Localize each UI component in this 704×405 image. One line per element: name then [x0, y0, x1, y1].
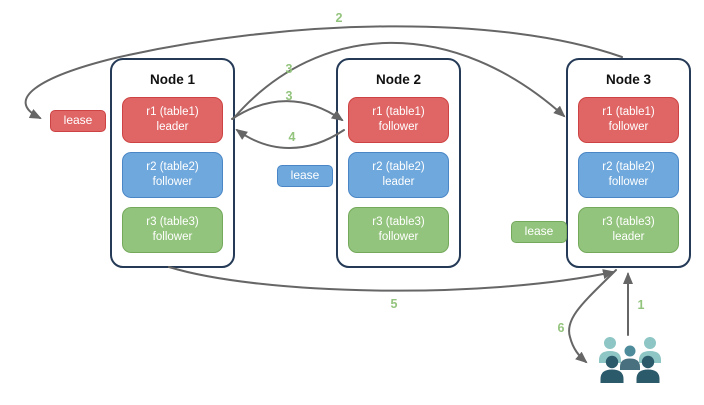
lease-badge-blue: lease	[277, 165, 333, 187]
node-2-title: Node 2	[375, 72, 421, 87]
step-label-2: 2	[335, 11, 343, 25]
user-figure-back-right	[639, 337, 661, 363]
replica-name: r1 (table1)	[372, 106, 425, 119]
node-1: Node 1 r1 (table1) leader r2 (table2) fo…	[110, 58, 235, 268]
replica-name: r1 (table1)	[602, 106, 655, 119]
replica-role: follower	[608, 121, 649, 133]
node-1-replica-r2: r2 (table2) follower	[122, 152, 223, 198]
replica-role: follower	[152, 231, 193, 243]
arrow-step-3-to-node2	[231, 100, 344, 122]
step-label-3-first: 3	[285, 62, 293, 76]
node-1-replica-r1: r1 (table1) leader	[122, 97, 223, 143]
node-2-replica-r1: r1 (table1) follower	[348, 97, 449, 143]
replica-role: follower	[608, 176, 649, 188]
lease-badge-red: lease	[50, 110, 106, 132]
arrow-step-5	[168, 266, 615, 292]
user-figure-back-left	[599, 337, 621, 363]
replica-name: r2 (table2)	[602, 161, 655, 174]
user-figure-front-left	[600, 355, 624, 383]
node-2: Node 2 r1 (table1) follower r2 (table2) …	[336, 58, 461, 268]
step-label-3-second: 3	[285, 89, 293, 103]
step-label-6: 6	[557, 321, 565, 335]
replica-name: r2 (table2)	[372, 161, 425, 174]
lease-badge-green: lease	[511, 221, 567, 243]
replica-name: r1 (table1)	[146, 106, 199, 119]
node-3-title: Node 3	[605, 72, 651, 87]
node-3-replica-r1: r1 (table1) follower	[578, 97, 679, 143]
node-1-replica-r3: r3 (table3) follower	[122, 207, 223, 253]
users-group-icon	[599, 337, 661, 383]
replica-role: follower	[152, 176, 193, 188]
user-figure-front-right	[636, 355, 660, 383]
replica-name: r3 (table3)	[372, 216, 425, 229]
replica-role: leader	[612, 231, 645, 243]
node-1-title: Node 1	[149, 72, 195, 87]
replica-role: follower	[378, 231, 419, 243]
step-label-5: 5	[390, 297, 398, 311]
user-figure-middle	[620, 345, 640, 370]
step-label-4: 4	[288, 130, 296, 144]
node-2-replica-r3: r3 (table3) follower	[348, 207, 449, 253]
node-3: Node 3 r1 (table1) follower r2 (table2) …	[566, 58, 691, 268]
node-2-replica-r2: r2 (table2) leader	[348, 152, 449, 198]
step-label-1: 1	[637, 298, 645, 312]
replica-role: follower	[378, 121, 419, 133]
arrow-step-6	[568, 269, 617, 364]
node-3-replica-r2: r2 (table2) follower	[578, 152, 679, 198]
replica-name: r2 (table2)	[146, 161, 199, 174]
replica-role: leader	[156, 121, 189, 133]
node-3-replica-r3: r3 (table3) leader	[578, 207, 679, 253]
replica-name: r3 (table3)	[602, 216, 655, 229]
replica-role: leader	[382, 176, 415, 188]
replica-name: r3 (table3)	[146, 216, 199, 229]
